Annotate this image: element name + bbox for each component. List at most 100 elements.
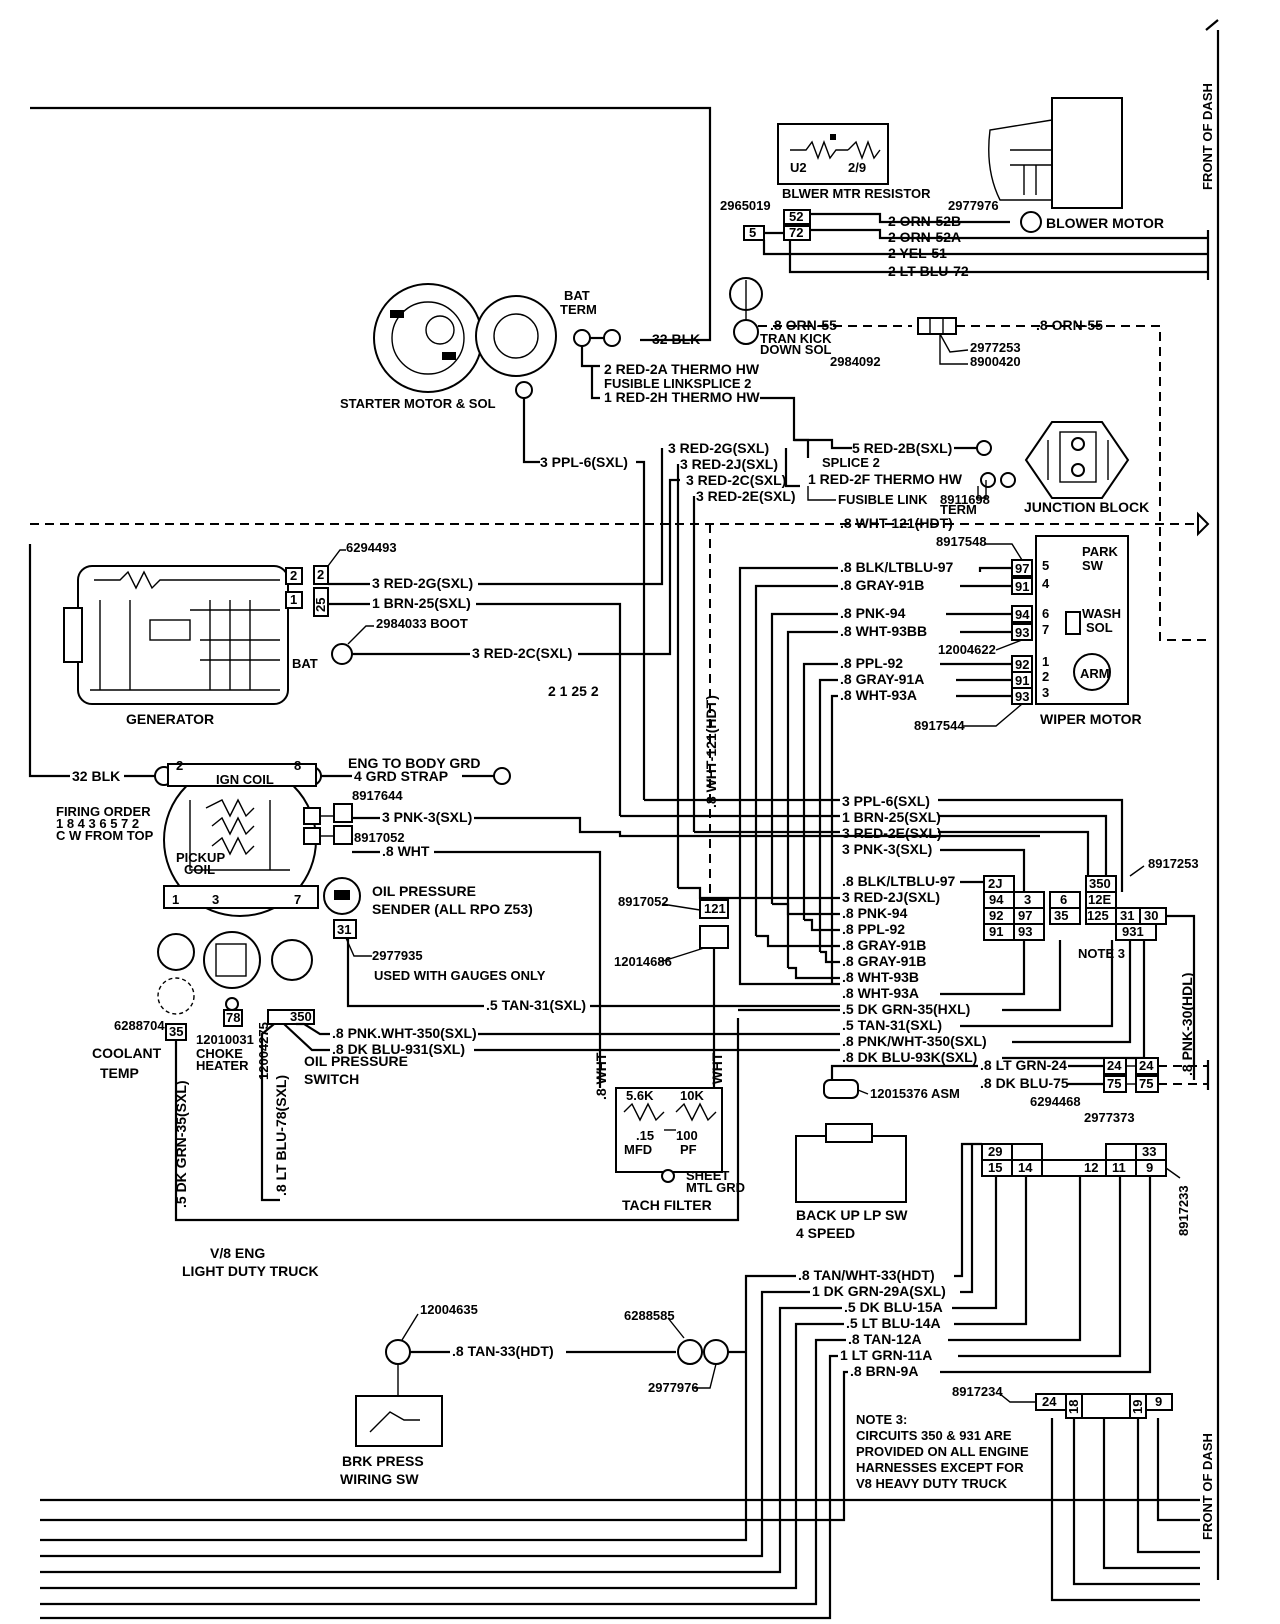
wiper-connectors: 97 91 94 93 92 91 93 8917548 12004622 89… [914,534,1033,733]
wire-red-2j: 3 RED-2J(SXL) [680,456,778,472]
junction-block-label: JUNCTION BLOCK [1024,499,1149,515]
bh-31: 31 [1120,908,1134,923]
wire-bh-94: .8 PNK-94 [842,905,908,921]
backup-connectors: 24 75 24 75 6294468 2977373 [1030,1057,1208,1125]
resistor-connector: 5 52 72 [743,209,811,241]
tach-conn: 121 8917052 12014686 [614,894,729,969]
wire-bh-92: .8 PPL-92 [842,921,905,937]
wire-orn-55-a: .8 ORN-55 [770,317,837,333]
brk-conn-part-2: 2977976 [648,1380,699,1395]
resistor-inner-2: 2/9 [848,160,866,175]
wire-pnk-30: .8 PNK-30(HDL) [1179,973,1195,1076]
arm-label: ARM [1080,666,1110,681]
lower-11: 11 [1112,1160,1126,1175]
wiper-conn-93: 93 [1015,625,1029,640]
wire-dk-blu-15a: .5 DK BLU-15A [844,1299,943,1315]
backup-24b: 24 [1139,1058,1154,1073]
wire-yel-51: 2 YEL-51 [888,245,947,261]
bh-35: 35 [1054,908,1068,923]
wire-brn-9a: .8 BRN-9A [850,1363,918,1379]
bh-30: 30 [1144,908,1158,923]
ign-coil-label: IGN COIL [216,772,274,787]
generator-label: GENERATOR [126,711,214,727]
wire-bh-31: .5 TAN-31(SXL) [842,1017,942,1033]
oil-switch-part: 12004275 [256,1022,271,1080]
bat-term-label-1: BAT [564,288,590,303]
gen-pin-2: 2 [290,568,297,583]
brk-conn-part-1: 6288585 [624,1308,675,1323]
wire-wiper-97: .8 BLK/LTBLU-97 [840,559,954,575]
wire-tan-31-left: .5 TAN-31(SXL) [486,997,586,1013]
wiper-pin-5: 5 [1042,558,1049,573]
backup-sw: 12015376 ASM BACK UP LP SW 4 SPEED [795,1079,960,1241]
note3-line-4: HARNESSES EXCEPT FOR [856,1460,1024,1475]
oil-sw-pin: 350 [290,1009,312,1024]
wire-bh-brn-25: 1 BRN-25(SXL) [842,809,941,825]
tach-pin: 121 [704,901,726,916]
tach-filter-label: TACH FILTER [622,1197,712,1213]
dist-part-2: 8917052 [354,830,405,845]
wiper-part-2: 12004622 [938,642,996,657]
sheet-mtl-2: MTL GRD [686,1180,745,1195]
wiper-conn-93b: 93 [1015,689,1029,704]
brk-part: 12004635 [420,1302,478,1317]
tran-kick-label-1: TRAN KICK [760,331,832,346]
lower-part: 8917233 [1176,1185,1191,1236]
lower-12: 12 [1084,1160,1098,1175]
starter-motor: BAT TERM STARTER MOTOR & SOL [340,283,621,411]
wire-bh-93b: .8 WHT-93B [842,969,919,985]
wire-bh-pnk-3: 3 PNK-3(SXL) [842,841,932,857]
backup-sw-1: BACK UP LP SW [796,1207,908,1223]
gen-conn-pin-2: 2 [317,567,324,582]
front-of-dash-top-label: FRONT OF DASH [1200,83,1215,190]
bh-97: 97 [1018,908,1032,923]
lower-14: 14 [1018,1160,1033,1175]
wire-red-2e: 3 RED-2E(SXL) [696,488,796,504]
dist-connector-2: 8917052 [320,825,405,845]
oil-sender: OIL PRESSURE SENDER (ALL RPO Z53) 31 297… [323,877,546,983]
fusible-link-2: FUSIBLE LINK [838,492,928,507]
coolant-pin: 35 [169,1024,183,1039]
blower-motor-part: 2977976 [948,198,999,213]
dist-bot-pin-7: 7 [294,892,301,907]
wire-grd-strap: 4 GRD STRAP [354,768,448,784]
resistor-pin-52: 52 [789,209,803,224]
bh-350: 350 [1089,876,1111,891]
gen-conn-pin-25: 25 [313,598,328,612]
dist-bot-pin-3: 3 [212,892,219,907]
choke-heater: 78 12010031 CHOKE HEATER [196,931,261,1073]
wiper-conn-97: 97 [1015,561,1029,576]
note3-line-5: V8 HEAVY DUTY TRUCK [856,1476,1008,1491]
wire-wiper-92: .8 PPL-92 [840,655,903,671]
bulkhead-part: 8917253 [1148,856,1199,871]
firing-order-2: 1 8 4 3 6 5 7 2 [56,816,139,831]
bottom-19: 19 [1130,1400,1145,1414]
tran-kick-sol: TRAN KICK DOWN SOL 2984092 [729,277,881,369]
v8-eng-2: LIGHT DUTY TRUCK [182,1263,319,1279]
wire-32-blk-left: 32 BLK [72,768,120,784]
bulkhead-connector: 2J 350 94 3 6 12E 92 97 35 125 31 30 91 … [983,856,1199,961]
wire-lt-blu-78: .8 LT BLU-78(SXL) [273,1075,289,1196]
wire-tan-33: .8 TAN-33(HDT) [452,1343,554,1359]
resistor-pin-72: 72 [789,225,803,240]
wire-lt-grn-24: .8 LT GRN-24 [980,1057,1067,1073]
blower-motor: BLOWER MOTOR 2977976 [948,97,1164,233]
bh-93: 93 [1018,924,1032,939]
distributor: 2 8 IGN COIL 1 3 7 PICKUP COIL [154,758,322,917]
firing-order-3: C W FROM TOP [56,828,154,843]
backup-75b: 75 [1139,1076,1153,1091]
lower-15: 15 [988,1160,1002,1175]
brk-connectors: 6288585 2977976 [624,1308,729,1395]
lower-33: 33 [1142,1144,1156,1159]
dist-part-1: 8917644 [352,788,403,803]
wire-dist-wht: .8 WHT [382,843,430,859]
wire-pnk-wht-350-left: .8 PNK.WHT-350(SXL) [332,1025,477,1041]
backup-conn2-part: 2977373 [1084,1110,1135,1125]
note3-line-2: CIRCUITS 350 & 931 ARE [856,1428,1012,1443]
tach-val-10k: 10K [680,1088,704,1103]
gen-conn-part: 6294493 [346,540,397,555]
note3-line-3: PROVIDED ON ALL ENGINE [856,1444,1029,1459]
code-212: 2 1 25 2 [548,683,599,699]
lower-connector: 29 33 15 14 12 11 9 8917233 [981,1143,1191,1236]
